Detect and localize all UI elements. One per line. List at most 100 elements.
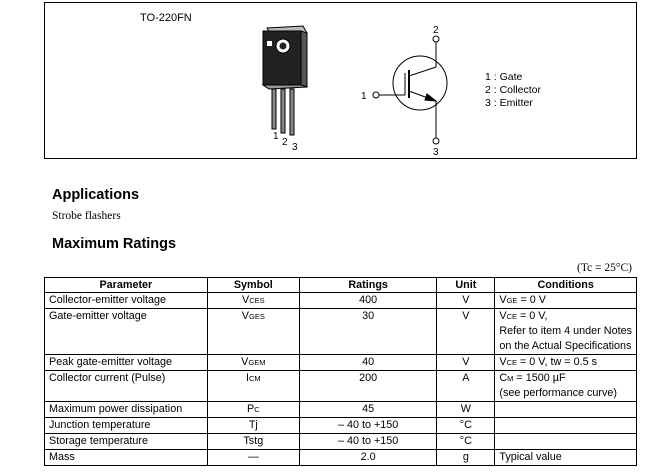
cell-unit: V: [436, 292, 496, 309]
max-ratings-table: Parameter Symbol Ratings Unit Conditions…: [44, 277, 637, 466]
symbol-main: Tj: [248, 419, 258, 431]
igbt-schematic-symbol: [372, 35, 448, 145]
cell-symbol: Tstg: [206, 433, 300, 450]
package-name: TO-220FN: [140, 12, 192, 24]
symbol-pin-emitter: 3: [433, 147, 439, 158]
condition-text: (see performance curve): [499, 387, 617, 399]
cell-rating: 45: [298, 401, 438, 418]
condition-line: Refer to item 4 under Notes: [499, 324, 632, 339]
cell-unit: g: [436, 449, 496, 466]
symbol-pin-collector: 2: [433, 25, 439, 36]
cell-rating: 200: [298, 370, 438, 402]
symbol-pin-gate: 1: [361, 91, 367, 102]
symbol-subscript: CM: [248, 374, 261, 383]
cell-conditions: CM = 1500 µF(see performance curve): [494, 370, 637, 402]
condition-text: V: [499, 294, 507, 306]
cell-conditions: [494, 401, 637, 418]
condition-text: = 0 V: [517, 294, 546, 306]
condition-subscript: GE: [506, 296, 518, 305]
cell-conditions: VCE = 0 V, tw = 0.5 s: [494, 354, 637, 371]
package-diagram-box: TO-220FN 1 2 3: [44, 2, 637, 159]
cell-conditions: Typical value: [494, 449, 637, 466]
condition-text: C: [499, 372, 508, 384]
col-header-ratings: Ratings: [298, 277, 438, 293]
cell-symbol: —: [206, 449, 300, 466]
cell-unit: W: [436, 401, 496, 418]
cell-parameter: Junction temperature: [44, 417, 208, 434]
symbol-main: V: [241, 356, 249, 368]
pin-legend: 1 : Gate 2 : Collector 3 : Emitter: [485, 71, 541, 110]
to220-package-drawing: [261, 25, 308, 136]
symbol-subscript: C: [254, 405, 260, 414]
cell-symbol: VGEM: [206, 354, 300, 371]
symbol-subscript: GEM: [248, 358, 266, 367]
condition-text: on the Actual Specifications: [499, 340, 632, 352]
cell-unit: A: [436, 370, 496, 402]
cell-parameter: Peak gate-emitter voltage: [44, 354, 208, 371]
cell-rating: 30: [298, 308, 438, 355]
condition-subscript: CE: [506, 358, 517, 367]
condition-text: Refer to item 4 under Notes: [499, 325, 632, 337]
col-header-symbol: Symbol: [206, 277, 300, 293]
lead-number-1: 1: [273, 131, 279, 142]
cell-parameter: Gate-emitter voltage: [44, 308, 208, 355]
cell-parameter: Collector-emitter voltage: [44, 292, 208, 309]
symbol-main: V: [242, 294, 250, 306]
condition-line: VCE = 0 V, tw = 0.5 s: [499, 355, 632, 370]
cell-rating: – 40 to +150: [298, 433, 438, 450]
condition-text: = 0 V, tw = 0.5 s: [516, 356, 598, 368]
cell-symbol: VGES: [206, 308, 300, 355]
cell-rating: 400: [298, 292, 438, 309]
condition-text: V: [499, 310, 507, 322]
cell-conditions: [494, 433, 637, 450]
applications-heading: Applications: [52, 187, 140, 203]
col-header-conditions: Conditions: [494, 277, 637, 293]
lead-number-2: 2: [282, 137, 288, 148]
cell-unit: °C: [436, 417, 496, 434]
condition-subscript: CE: [506, 312, 517, 321]
applications-text: Strobe flashers: [52, 210, 121, 222]
condition-line: Typical value: [499, 450, 632, 465]
symbol-main: I: [245, 372, 249, 384]
symbol-subscript: CES: [249, 296, 265, 305]
symbol-main: —: [247, 451, 259, 463]
pin-legend-gate: 1 : Gate: [485, 71, 523, 83]
col-header-unit: Unit: [436, 277, 496, 293]
condition-line: on the Actual Specifications: [499, 339, 632, 354]
cell-unit: V: [436, 354, 496, 371]
table-row: Storage temperature Tstg – 40 to +150°C: [44, 433, 637, 450]
cell-parameter: Storage temperature: [44, 433, 208, 450]
condition-subscript: M: [507, 374, 514, 383]
cell-parameter: Collector current (Pulse): [44, 370, 208, 402]
pin-legend-collector: 2 : Collector: [485, 84, 542, 96]
condition-text: = 0 V,: [516, 310, 548, 322]
cell-unit: °C: [436, 433, 496, 450]
col-header-parameter: Parameter: [44, 277, 208, 293]
symbol-main: Tstg: [243, 435, 264, 447]
condition-line: VCE = 0 V,: [499, 309, 632, 324]
cell-rating: 40: [298, 354, 438, 371]
condition-line: VGE = 0 V: [499, 293, 632, 308]
cell-conditions: [494, 417, 637, 434]
lead-number-3: 3: [292, 142, 298, 153]
condition-line: CM = 1500 µF: [499, 371, 632, 386]
max-ratings-heading: Maximum Ratings: [52, 236, 177, 252]
cell-symbol: PC: [206, 401, 300, 418]
symbol-main: P: [247, 403, 255, 415]
cell-symbol: Tj: [206, 417, 300, 434]
condition-line: (see performance curve): [499, 386, 632, 401]
package-illustration: 1 2 3 2 1 3: [261, 25, 448, 158]
pin-legend-emitter: 3 : Emitter: [485, 97, 533, 109]
symbol-main: V: [241, 310, 249, 322]
symbol-subscript: GES: [248, 312, 265, 321]
condition-text: Typical value: [499, 451, 562, 463]
temperature-condition-note: (Tc = 25°C): [577, 262, 632, 274]
